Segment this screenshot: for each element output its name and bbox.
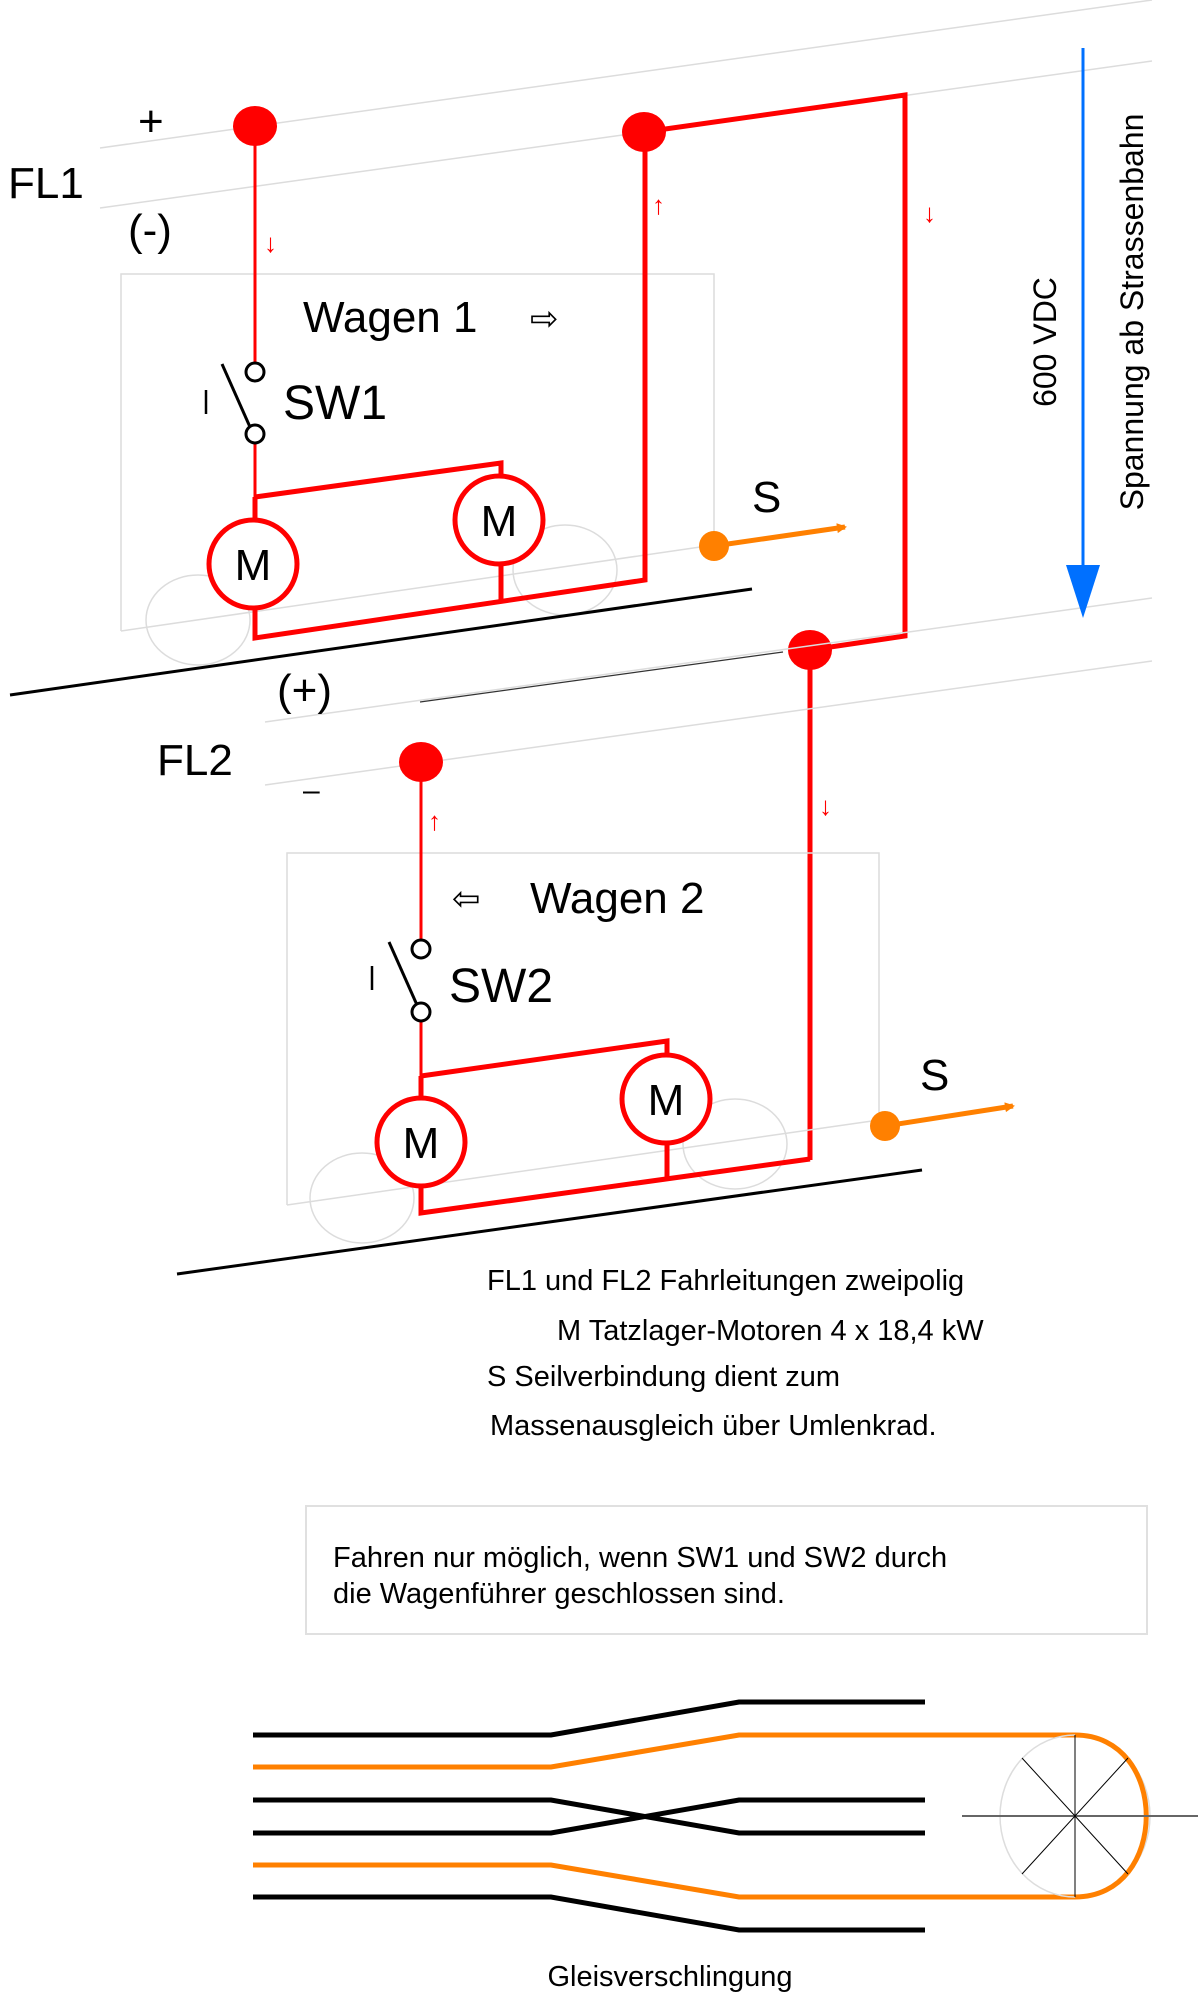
circuit-wagen2: [418, 762, 811, 1216]
rope-connection-icon: [699, 523, 847, 561]
contact-point: [788, 630, 832, 670]
wheel: [145, 574, 251, 666]
overhead-line-fl2: [264, 597, 1153, 786]
wagen1-label: Wagen 1: [303, 293, 477, 342]
motor-icon: M: [374, 1095, 468, 1189]
current-down-arrow-icon: ↓: [819, 791, 832, 821]
return-wheel-icon: [962, 1732, 1198, 1900]
wheel: [682, 1098, 788, 1190]
wagen1-body: [120, 273, 715, 666]
motor-icon: M: [619, 1052, 713, 1146]
voltage-source-label: Spannung ab Strassenbahn: [1114, 114, 1150, 511]
voltage-label: 600 VDC: [1027, 277, 1063, 407]
sw2-label: SW2: [449, 960, 553, 1013]
rope-label: S: [920, 1051, 949, 1100]
track-caption: Gleisverschlingung: [547, 1961, 792, 1993]
svg-text:M: M: [481, 497, 518, 546]
fl2-plus-label: (+): [277, 666, 332, 715]
fl2-label: FL2: [157, 736, 233, 785]
fl1-label: FL1: [8, 159, 84, 208]
motor-icon: M: [452, 473, 546, 567]
wagen2-body: [286, 852, 880, 1244]
track-layout-diagram: [253, 1699, 1198, 1933]
note-line: S Seilverbindung dient zum: [487, 1361, 840, 1393]
wheel: [309, 1152, 415, 1244]
note-line: FL1 und FL2 Fahrleitungen zweipolig: [487, 1265, 964, 1297]
fl2-minus-label: –: [303, 774, 320, 807]
svg-text:M: M: [403, 1119, 440, 1168]
switch-sw2-icon: [370, 938, 432, 1023]
note-line: M Tatzlager-Motoren 4 x 18,4 kW: [557, 1315, 984, 1347]
track-incline-2: [176, 1168, 923, 1276]
current-up-arrow-icon: ↑: [652, 190, 665, 220]
direction-right-icon: ⇨: [530, 300, 559, 338]
direction-left-icon: ⇦: [452, 880, 481, 918]
track-incline-1: [9, 587, 753, 697]
info-box-line: Fahren nur möglich, wenn SW1 und SW2 dur…: [333, 1542, 947, 1574]
rope-connection-icon: [870, 1102, 1015, 1141]
info-box: [305, 1505, 1148, 1635]
svg-text:M: M: [648, 1076, 685, 1125]
circuit-wagen1: [252, 92, 908, 1160]
motor-icon: M: [206, 517, 300, 611]
svg-text:M: M: [235, 541, 272, 590]
sw1-label: SW1: [283, 377, 387, 430]
contact-point: [399, 742, 443, 782]
contact-point: [233, 106, 277, 146]
info-box-line: die Wagenführer geschlossen sind.: [333, 1578, 785, 1610]
current-down-arrow-icon: ↓: [264, 228, 277, 258]
fl1-plus-label: +: [138, 97, 164, 146]
contact-point: [622, 112, 666, 152]
overhead-line-fl1: [99, 0, 1153, 209]
current-up-arrow-icon: ↑: [428, 806, 441, 836]
note-line: Massenausgleich über Umlenkrad.: [490, 1410, 937, 1442]
voltage-arrow-icon: [1066, 48, 1100, 618]
switch-sw1-icon: [204, 361, 266, 445]
current-down-arrow-icon: ↓: [923, 198, 936, 228]
fl1-minus-label: (-): [128, 206, 172, 255]
wagen2-label: Wagen 2: [530, 874, 704, 923]
rope-label: S: [752, 473, 781, 522]
